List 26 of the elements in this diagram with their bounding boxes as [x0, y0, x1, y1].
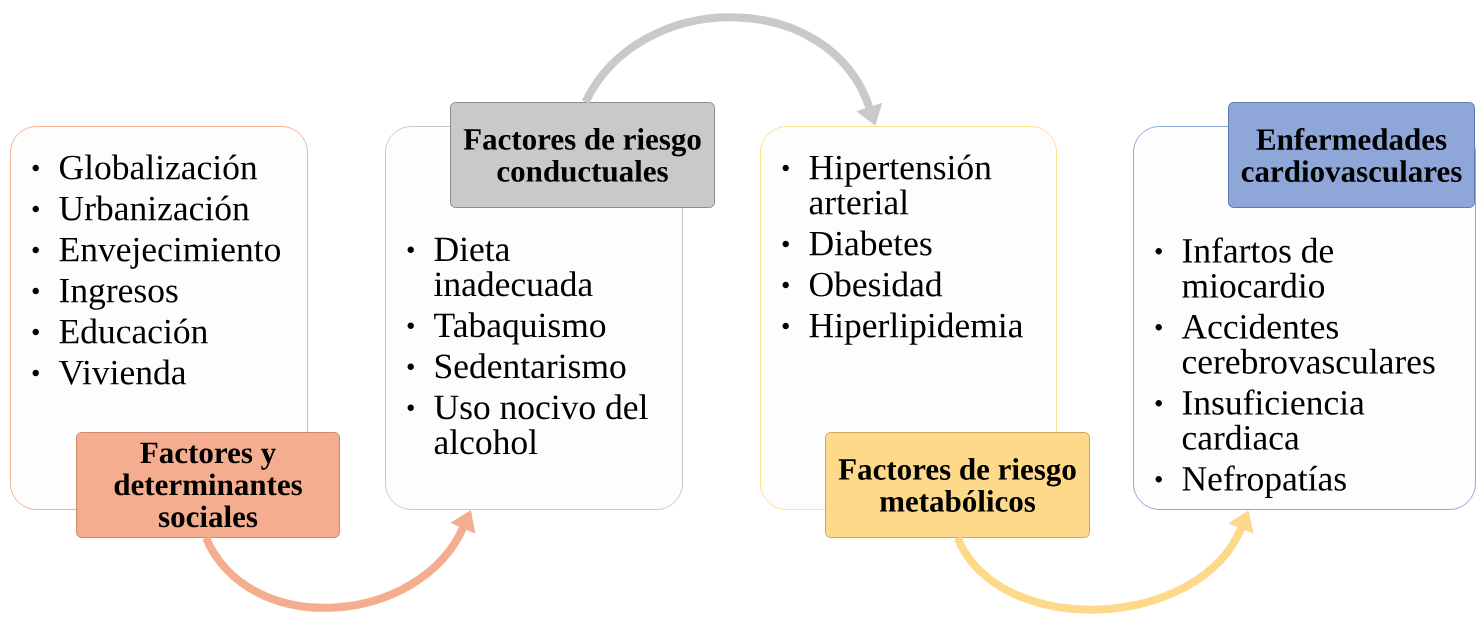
list-item: Obesidad: [809, 271, 943, 297]
list-item: Globalización: [60, 154, 258, 180]
list-item: Educación: [59, 318, 208, 344]
list-item: Tabaquismo: [434, 312, 606, 345]
heading-box: [825, 432, 1090, 538]
heading-box: [76, 432, 340, 538]
list-item: Ingresos: [59, 278, 178, 310]
heading: Enfermedades cardiovasculares: [1241, 127, 1462, 183]
list-item: Uso nocivo del alcohol: [434, 394, 648, 455]
heading: Factores de riesgo conductuales: [463, 128, 701, 182]
list-item: Dieta inadecuada: [434, 237, 593, 297]
list-item: Urbanización: [59, 195, 250, 221]
heading-box: [1228, 102, 1475, 208]
list-item: Nefropatías: [1182, 465, 1346, 499]
list-item: Envejecimiento: [59, 237, 280, 269]
list-item: Diabetes: [809, 230, 932, 256]
list-item: Accidentes cerebrovasculares: [1181, 313, 1435, 374]
list-item: Sedentarismo: [435, 353, 626, 379]
list-item: Infartos de miocardio: [1182, 237, 1333, 298]
list-item: Vivienda: [58, 359, 187, 385]
list-item: Hiperlipidemia: [809, 312, 1023, 345]
heading-box: [450, 102, 715, 208]
list-item: Insuficiencia cardiaca: [1182, 389, 1365, 450]
heading: Factores de riesgo metabólicos: [838, 458, 1076, 512]
heading: Factores y determinantes sociales: [114, 442, 302, 528]
list-item: Hipertensión arterial: [809, 154, 992, 215]
